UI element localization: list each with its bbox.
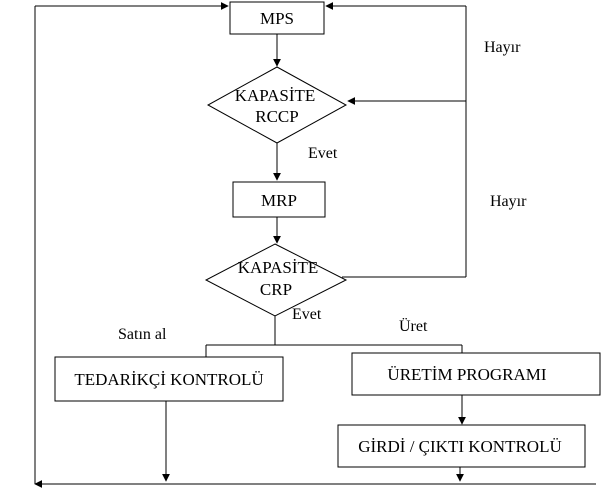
io-control-box [337, 424, 586, 468]
mrp-box [232, 181, 326, 218]
mps-box [229, 1, 325, 35]
io-control-label: GİRDİ / ÇIKTI KONTROLÜ [358, 437, 562, 456]
production-program-box [351, 352, 601, 396]
supplier-control-label: TEDARİKÇİ KONTROLÜ [74, 370, 263, 389]
crp-yes-label: Evet [292, 306, 322, 323]
make-label: Üret [399, 317, 428, 335]
rccp-decision-diamond [206, 66, 348, 144]
rccp-yes-label: Evet [308, 145, 338, 162]
crp-label-line2: CRP [260, 280, 292, 299]
mrp-label: MRP [261, 191, 297, 210]
no-label-top: Hayır [484, 39, 521, 56]
mps-label: MPS [260, 9, 294, 28]
production-program-label: ÜRETİM PROGRAMI [387, 365, 546, 384]
buy-label: Satın al [118, 326, 167, 343]
crp-label-line1: KAPASİTE [238, 258, 319, 277]
rccp-label-line2: RCCP [255, 107, 298, 126]
supplier-control-box [54, 356, 284, 402]
rccp-label-line1: KAPASİTE [235, 86, 316, 105]
no-label-mid: Hayır [490, 193, 527, 210]
